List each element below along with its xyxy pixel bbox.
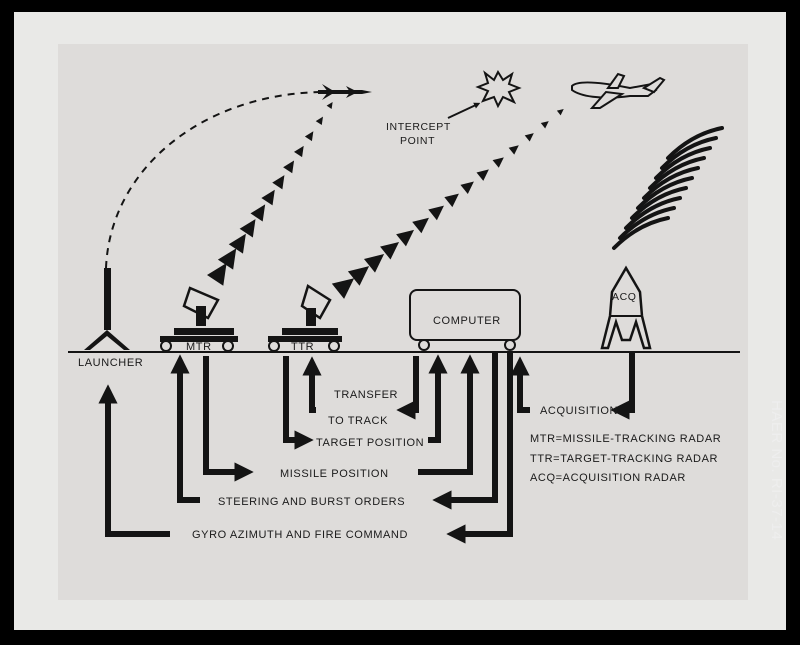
intercept-pointer [447,102,481,119]
ttr-beam-wedge [412,217,429,234]
ttr-beam-wedge [540,121,549,129]
ttr-beam-wedge [556,108,564,116]
acq-sweep-arc [630,186,688,220]
mtr-label: MTR [186,341,212,353]
ttr-beam-wedge [444,193,459,208]
steering-label: STEERING AND BURST ORDERS [218,496,405,508]
legend-mtr: MTR=MISSILE-TRACKING RADAR [530,433,721,445]
legend-ttr: TTR=TARGET-TRACKING RADAR [530,453,718,465]
mtr-beam-wedge [293,145,304,158]
mtr-beam-wedge [283,160,295,174]
gyro-arrow-launcher [98,384,170,537]
mtr-beam-wedge [228,233,246,254]
acq-sweep-arc [624,196,682,230]
acquisition-arrow-computer [510,356,530,413]
target-position-label: TARGET POSITION [316,437,424,449]
steering-arrow-mtr [170,354,200,503]
transfer-label-1: TRANSFER [334,389,398,401]
acquisition-label: ACQUISITION [540,405,618,417]
ttr-beam-wedge [492,157,504,168]
acq-sweep-arc [642,166,700,200]
missile-position-arrow-mtr [203,356,254,482]
mtr-beam-wedge [315,116,323,126]
intercept-burst-icon [475,69,522,109]
ttr-beam-wedge [428,205,444,221]
intercept-label-1: INTERCEPT [386,121,451,133]
computer-label: COMPUTER [433,315,501,327]
target-position-arrow-computer [428,354,448,443]
ttr-beam-wedge [524,133,534,142]
gyro-label: GYRO AZIMUTH AND FIRE COMMAND [192,529,408,541]
target-position-arrow-ttr [283,356,314,450]
launcher-icon [84,268,130,350]
acq-sweep-arc [648,156,706,190]
mtr-beam-wedge [250,204,266,222]
ttr-label: TTR [291,341,314,353]
mtr-beam-wedge [272,175,285,190]
acq-radar-icon [600,265,652,350]
steering-arrow-source [432,352,498,510]
acq-sweep-arc [660,136,718,170]
signal-arrows [98,352,635,544]
ttr-beam-wedge [460,181,474,194]
haer-stamp: HAER No. RI-37-14 [768,400,785,540]
transfer-arrow-computer [396,356,419,420]
gyro-arrow-source [446,352,513,544]
missile-trajectory [105,91,321,269]
computer-box [409,289,521,351]
acquisition-arrow-acq [610,352,635,420]
ttr-beam-wedge [347,266,370,286]
missile-position-label: MISSILE POSITION [280,468,389,480]
acq-sweep-arc [636,176,694,210]
legend-acq: ACQ=ACQUISITION RADAR [530,472,686,484]
acq-sweep-arc [666,126,724,160]
acq-sweep-arc [612,216,670,250]
ttr-beam-wedge [363,254,385,273]
transfer-label-2: TO TRACK [328,415,388,427]
mtr-beam-wedge [261,189,275,206]
airplane-icon [571,72,666,109]
ttr-radar-icon [268,284,342,352]
radar-beams [206,101,564,299]
ttr-beam-wedge [476,169,489,181]
mtr-beam-wedge [206,262,227,286]
ttr-beam-wedge [331,278,355,299]
mtr-beam-wedge [304,131,314,142]
acq-sweep-arc [654,146,712,180]
intercept-label-2: POINT [400,135,435,147]
mtr-beam-wedge [326,101,333,109]
acq-sweep-arc [618,206,676,240]
acq-label: ACQ [612,291,637,303]
launcher-label: LAUNCHER [78,357,143,369]
missile-icon [318,84,372,100]
mtr-beam-wedge [239,219,256,238]
transfer-arrow-ttr [302,356,322,413]
missile-position-arrow-computer [418,354,480,475]
mtr-radar-icon [160,286,238,352]
ttr-beam-wedge [380,241,400,260]
ttr-beam-wedge [508,145,519,155]
ttr-beam-wedge [396,229,415,247]
acquisition-sweep [612,126,724,250]
mtr-beam-wedge [217,248,237,270]
